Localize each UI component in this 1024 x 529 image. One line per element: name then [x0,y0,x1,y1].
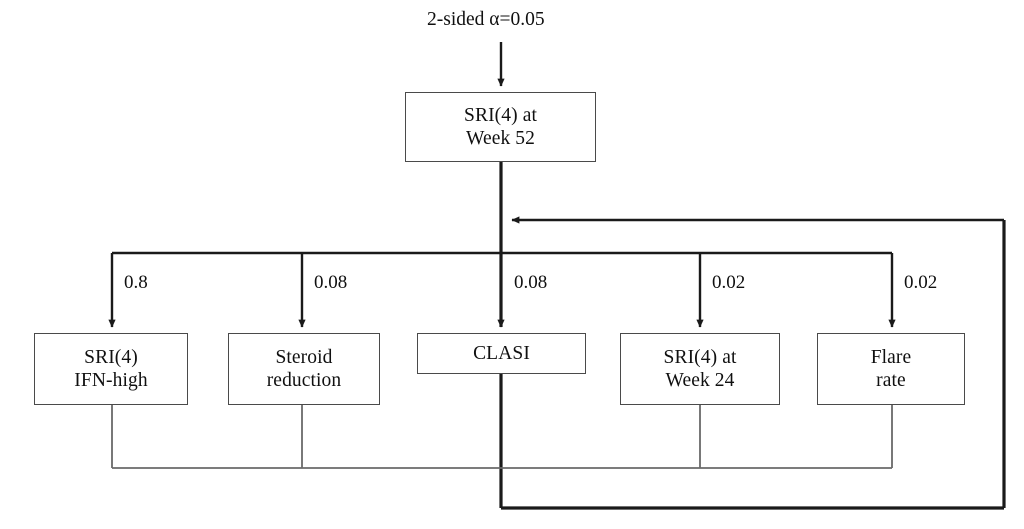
node-primary-endpoint[interactable]: SRI(4) at Week 52 [405,92,596,162]
feedback-loop [501,216,1006,510]
node-clasi-label: CLASI [473,343,530,364]
node-sri4-week-24[interactable]: SRI(4) at Week 24 [620,333,780,405]
node-sri4-ifn-high[interactable]: SRI(4) IFN-high [34,333,188,405]
weight-clasi: 0.08 [514,272,548,293]
weight-sri4-ifn-high: 0.8 [124,272,148,293]
node-steroid-reduction[interactable]: Steroid reduction [228,333,380,405]
alpha-level-label: 2-sided α=0.05 [427,9,545,30]
weight-sri4-week-24: 0.02 [712,272,746,293]
node-sri4-ifn-high-label: SRI(4) IFN-high [74,347,148,391]
collector-rail [111,405,893,469]
weight-steroid-reduction: 0.08 [314,272,348,293]
node-steroid-reduction-label: Steroid reduction [266,347,342,391]
weight-flare-rate: 0.02 [904,272,938,293]
node-flare-rate[interactable]: Flare rate [817,333,965,405]
node-flare-rate-label: Flare rate [870,347,912,391]
node-primary-endpoint-label: SRI(4) at Week 52 [464,105,537,149]
node-sri4-week-24-label: SRI(4) at Week 24 [663,347,737,391]
node-clasi[interactable]: CLASI [417,333,586,374]
